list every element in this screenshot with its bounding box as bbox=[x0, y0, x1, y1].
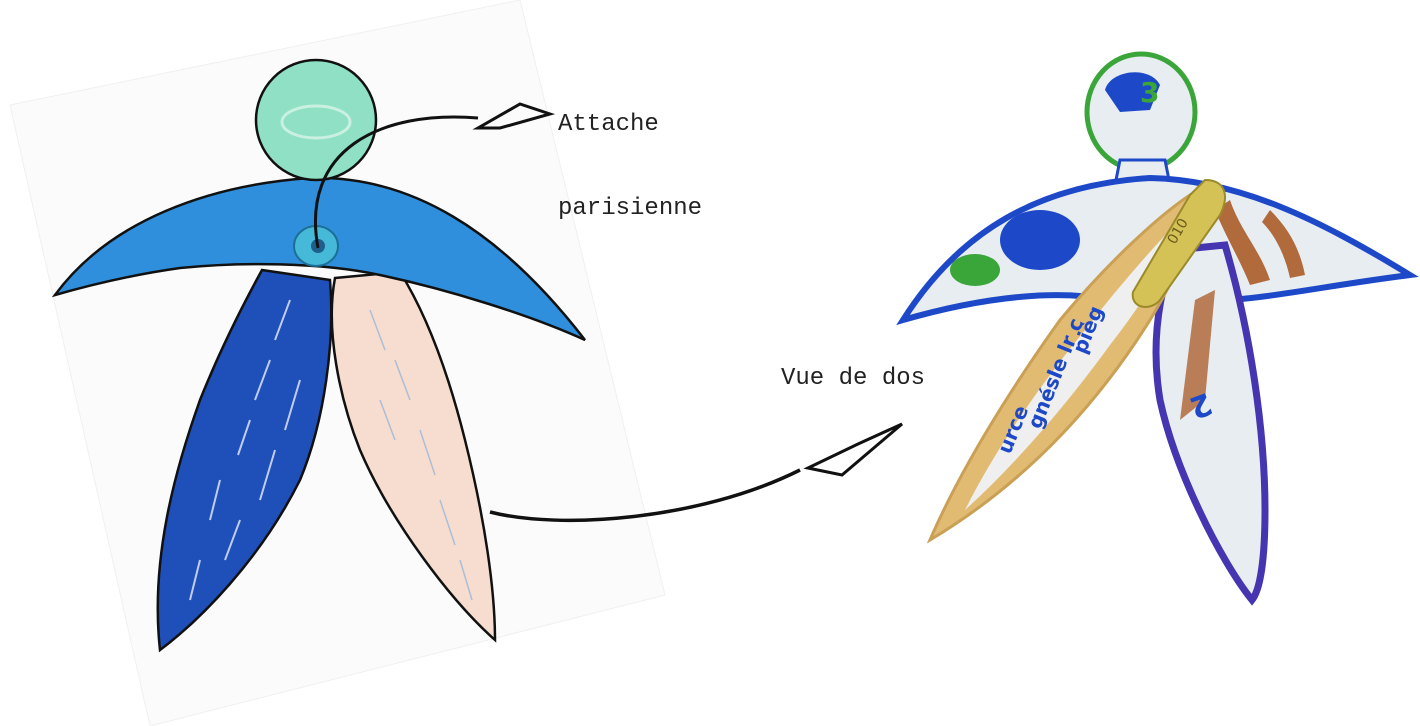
arrowhead-vue-de-dos bbox=[808, 424, 902, 475]
back-figure-photo: 3 2 urce gnési le lr c pièg 010 bbox=[903, 54, 1410, 600]
annotation-attache-line2: parisienne bbox=[558, 195, 702, 223]
front-head bbox=[256, 60, 376, 180]
back-head-print-digit: 3 bbox=[1140, 76, 1159, 109]
annotation-attache-line1: Attache bbox=[558, 111, 702, 139]
annotation-attache-parisienne: Attache parisienne bbox=[558, 55, 702, 251]
back-head bbox=[1087, 54, 1195, 170]
annotation-vue-de-dos: Vue de dos bbox=[781, 365, 925, 393]
